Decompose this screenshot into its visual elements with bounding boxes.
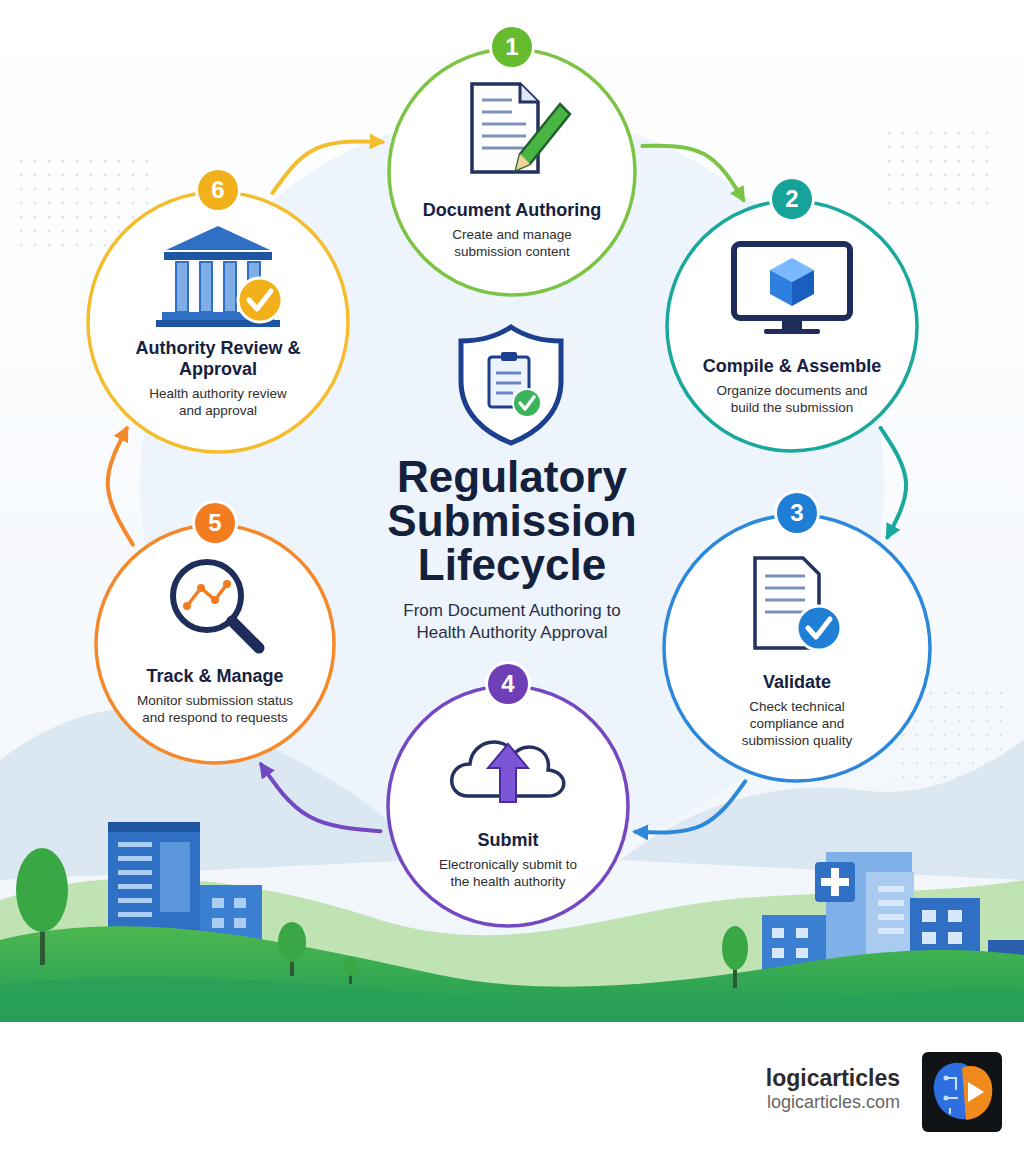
- hill: [0, 977, 1024, 1022]
- step-description: Monitor submission status and respond to…: [135, 692, 295, 726]
- hill: [0, 926, 1024, 1022]
- circle-outline: [387, 47, 637, 297]
- stage-icon: [472, 84, 570, 172]
- shield-icon: [461, 327, 561, 443]
- footer-band: [0, 1022, 1024, 1154]
- step-number: 4: [488, 664, 528, 704]
- step-number: 3: [777, 493, 817, 533]
- circle-outline: [386, 684, 630, 928]
- stage-icon: [452, 742, 564, 802]
- step-number: 5: [195, 503, 235, 543]
- tree: [722, 926, 748, 988]
- step-description: Health authority review and approval: [138, 385, 298, 419]
- step-description: Create and manage submission content: [432, 226, 592, 260]
- cycle-arrow: [108, 428, 133, 544]
- tree: [278, 922, 306, 976]
- step-description: Check technical compliance and submissio…: [717, 698, 877, 749]
- stage-icon: [755, 558, 841, 650]
- brand-name: logicarticles: [766, 1064, 900, 1094]
- stage-circle: Authority Review & ApprovalHealth author…: [86, 190, 350, 454]
- step-title: Document Authoring: [423, 200, 601, 221]
- cycle-arrow: [272, 141, 382, 193]
- tree: [16, 848, 68, 965]
- stage-icon: [173, 562, 259, 648]
- stage-circle: ValidateCheck technical compliance and s…: [662, 513, 932, 783]
- logo: [922, 1052, 1002, 1132]
- circle-outline: [94, 523, 336, 765]
- step-description: Organize documents and build the submiss…: [712, 382, 872, 416]
- stage-icon: [734, 244, 850, 334]
- cycle-arrow: [261, 764, 380, 831]
- step-title: Submit: [478, 830, 539, 851]
- stage-circle: Track & ManageMonitor submission status …: [94, 523, 336, 765]
- cycle-arrow: [881, 428, 907, 537]
- subtitle: From Document Authoring to Health Author…: [377, 600, 647, 644]
- stage-circle: Document AuthoringCreate and manage subm…: [387, 47, 637, 297]
- step-description: Electronically submit to the health auth…: [428, 856, 588, 890]
- stage-circle: SubmitElectronically submit to the healt…: [386, 684, 630, 928]
- step-title: Validate: [763, 672, 831, 693]
- stage-circle: Compile & AssembleOrganize documents and…: [665, 199, 919, 453]
- tree: [343, 956, 357, 984]
- cycle-arrow: [642, 146, 743, 200]
- step-number: 1: [492, 27, 532, 67]
- step-title: Authority Review & Approval: [128, 338, 308, 380]
- brand-url: logicarticles.com: [767, 1091, 900, 1114]
- step-number: 6: [198, 170, 238, 210]
- step-title: Compile & Assemble: [703, 356, 881, 377]
- cycle-arrow: [635, 781, 745, 832]
- step-number: 2: [772, 179, 812, 219]
- stage-icon: [156, 226, 282, 327]
- dot-grid: [880, 130, 1000, 210]
- step-title: Track & Manage: [146, 666, 283, 687]
- diagram-title: Regulatory Submission Lifecycle: [362, 455, 662, 587]
